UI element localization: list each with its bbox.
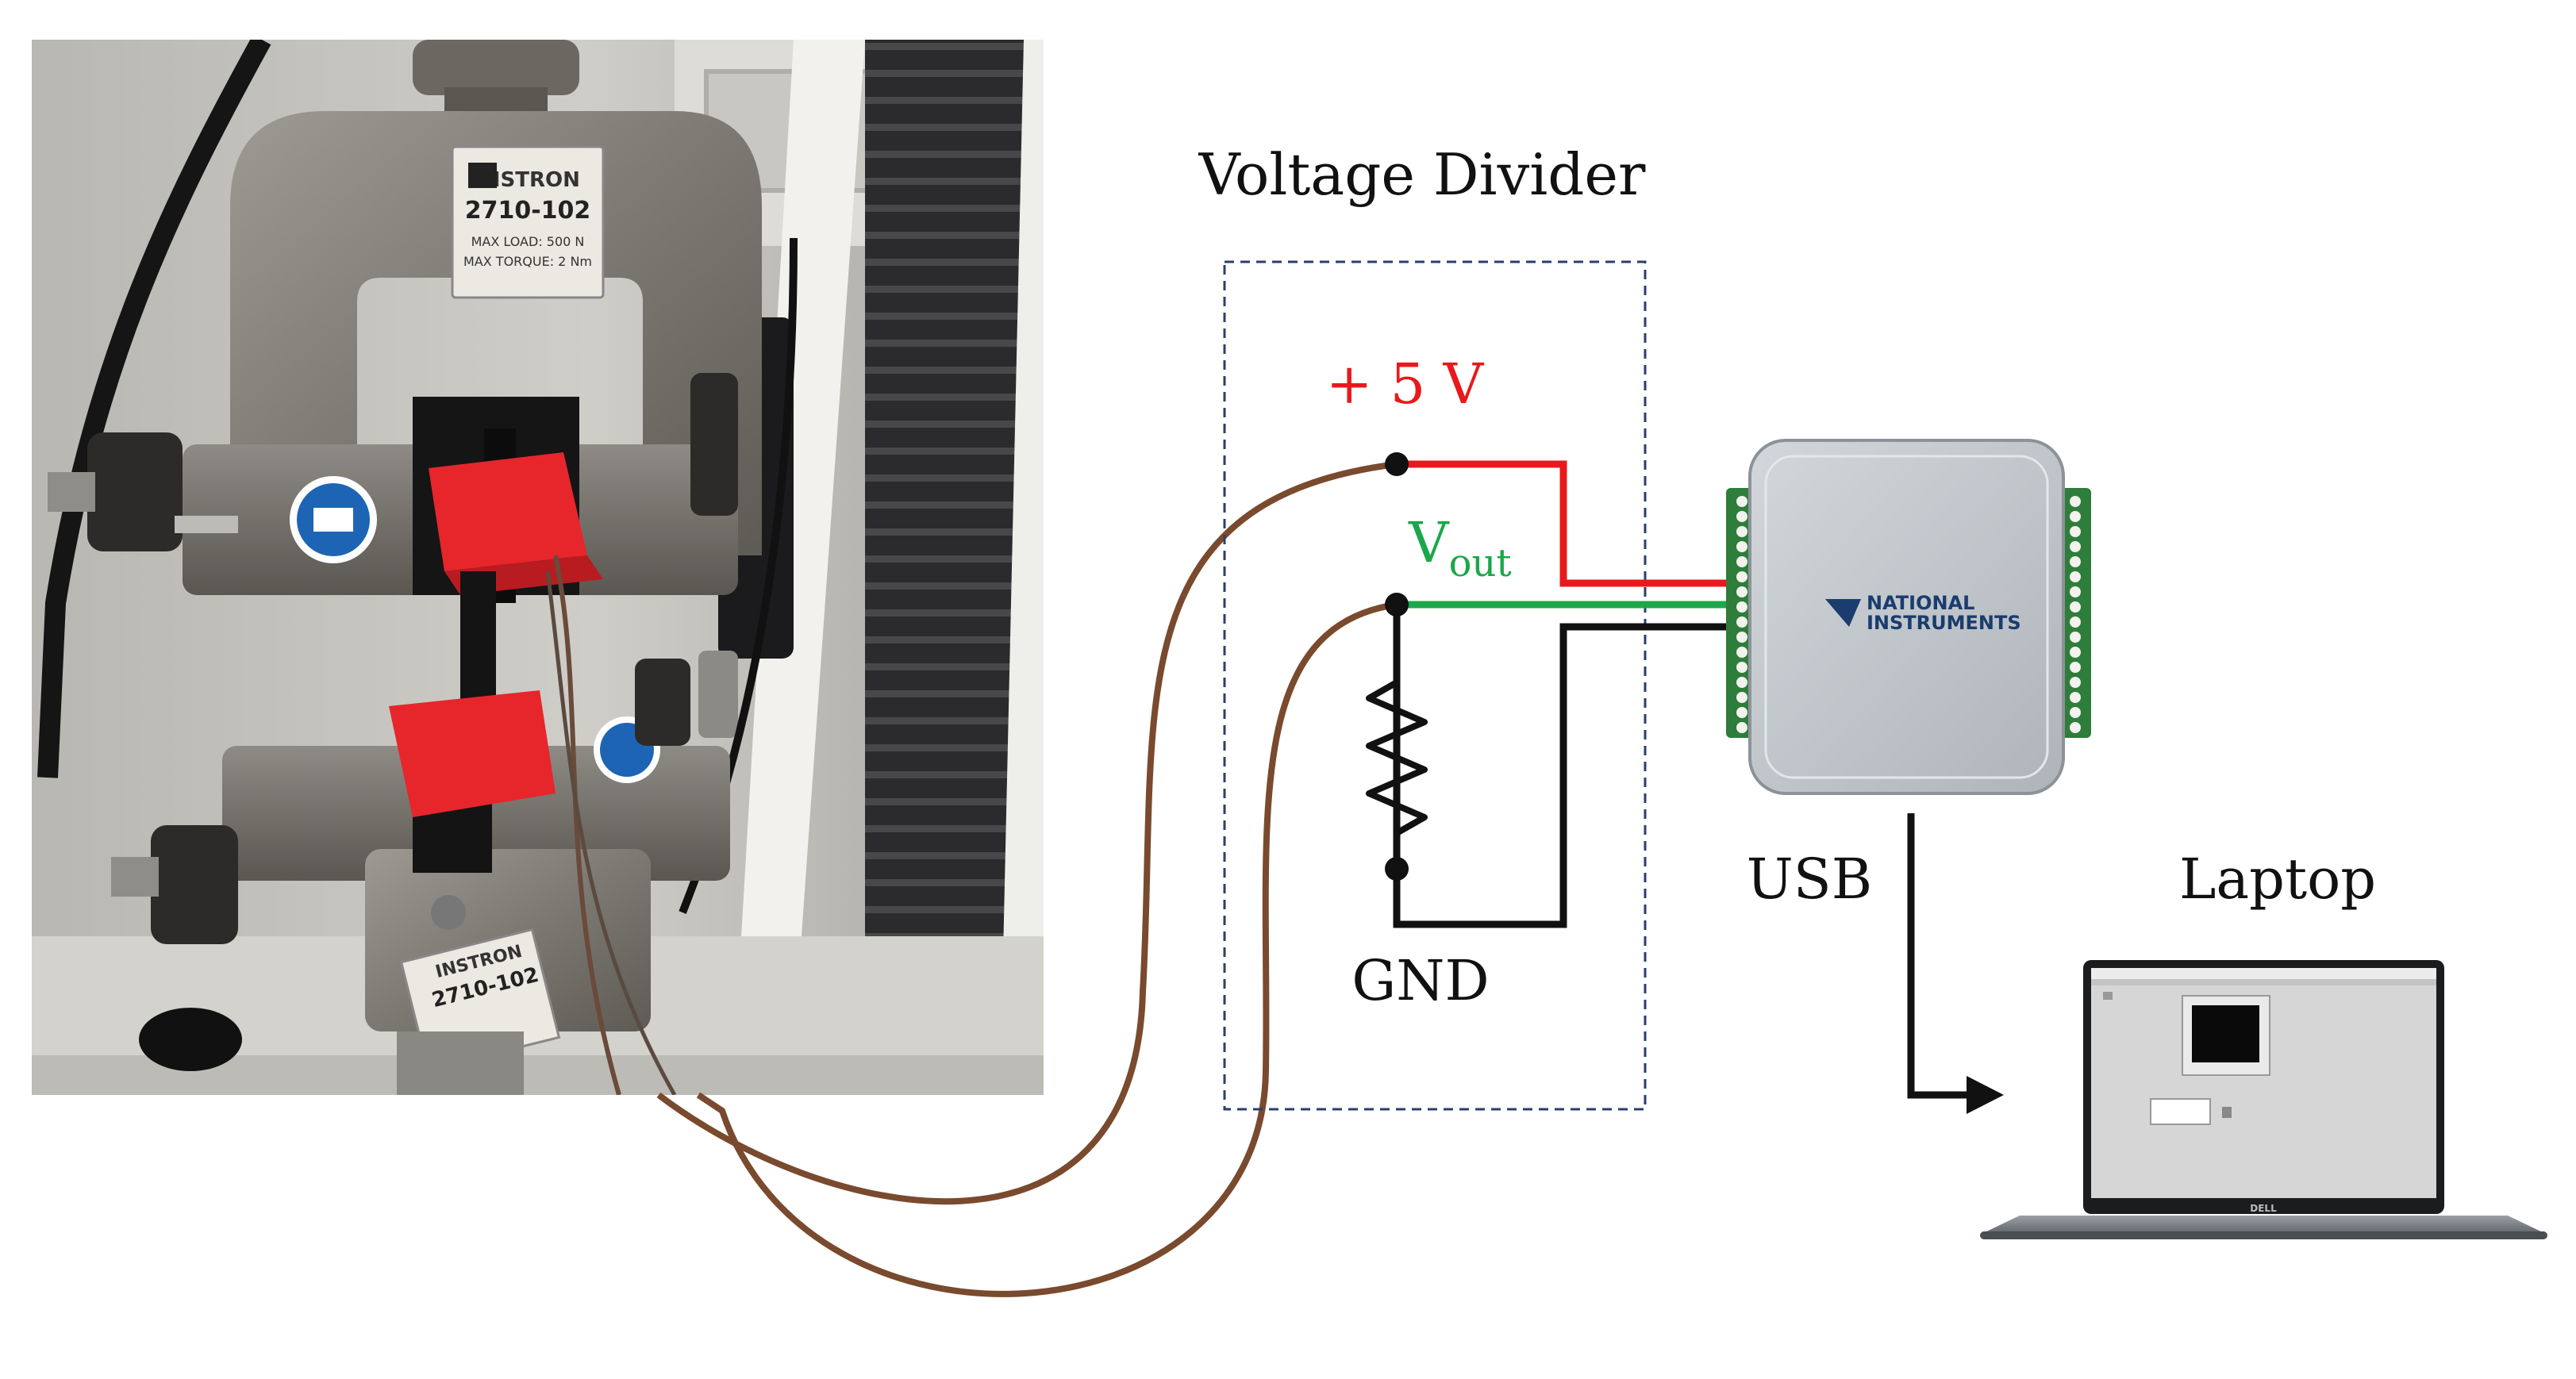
terminal-hole — [2070, 526, 2081, 537]
ni-brand-line1: NATIONAL — [1867, 592, 1974, 614]
terminal-hole — [1736, 662, 1747, 673]
sensor-wire-2 — [696, 601, 1398, 1297]
plate-top-model: 2710-102 — [465, 197, 591, 225]
terminal-hole — [1736, 496, 1747, 507]
terminal-hole — [1736, 586, 1747, 597]
terminal-hole — [2070, 632, 2081, 643]
terminal-hole — [2070, 677, 2081, 688]
test-machine-photo: INSTRON 2710-102 MAX LOAD: 500 N MAX TOR… — [32, 40, 1044, 1095]
terminal-hole — [1736, 692, 1747, 703]
vout-label: Vout — [1408, 510, 1512, 586]
terminal-hole — [2070, 692, 2081, 703]
junction-vout — [1385, 593, 1409, 617]
terminal-holes-right — [2070, 496, 2081, 733]
terminal-hole — [1736, 511, 1747, 522]
junction-gnd — [1385, 857, 1409, 881]
terminal-hole — [1736, 571, 1747, 582]
laptop: DELL — [1980, 960, 2547, 1239]
ni-daq-device: NATIONAL INSTRUMENTS — [1726, 439, 2091, 795]
ni-eagle-icon — [1825, 599, 1861, 627]
terminal-holes-left — [1736, 496, 1747, 733]
terminal-hole — [1736, 541, 1747, 552]
terminal-hole — [2070, 601, 2081, 613]
terminal-hole — [1736, 556, 1747, 567]
instron-logo-icon — [468, 163, 497, 188]
terminal-hole — [1736, 632, 1747, 643]
terminal-hole — [2070, 511, 2081, 522]
terminal-hole — [1736, 617, 1747, 628]
voltage-divider-label: Voltage Divider — [1198, 141, 1646, 208]
wire-gnd — [1393, 605, 1726, 928]
terminal-hole — [1736, 677, 1747, 688]
usb-cable — [1907, 813, 1976, 1099]
terminal-hole — [2070, 647, 2081, 658]
usb-arrowhead-icon — [1967, 1076, 2004, 1114]
vout-main: V — [1408, 510, 1450, 575]
junction-5v — [1385, 452, 1409, 476]
laptop-brand: DELL — [2250, 1203, 2277, 1214]
terminal-hole — [1736, 722, 1747, 733]
terminal-hole — [2070, 707, 2081, 718]
terminal-hole — [2070, 722, 2081, 733]
terminal-hole — [2070, 496, 2081, 507]
voltage-divider-box — [1223, 260, 1647, 1111]
manual-mandatory-icon — [290, 476, 377, 563]
terminal-hole — [1736, 707, 1747, 718]
plate-top-line2: MAX TORQUE: 2 Nm — [463, 254, 592, 269]
usb-label: USB — [1747, 847, 1872, 912]
terminal-hole — [2070, 586, 2081, 597]
plus-5v-label: + 5 V — [1326, 351, 1485, 417]
plate-top-line1: MAX LOAD: 500 N — [471, 234, 585, 249]
laptop-label: Laptop — [2179, 847, 2376, 912]
terminal-hole — [2070, 571, 2081, 582]
vout-sub: out — [1449, 541, 1512, 586]
gnd-label: GND — [1351, 948, 1489, 1013]
terminal-hole — [2070, 662, 2081, 673]
terminal-hole — [1736, 647, 1747, 658]
wire-5v — [1397, 460, 1726, 587]
terminal-hole — [2070, 617, 2081, 628]
resistor-symbol — [1366, 659, 1428, 869]
sensor-wire-1 — [656, 461, 1398, 1205]
ni-brand-line2: INSTRUMENTS — [1867, 612, 2021, 634]
terminal-hole — [1736, 526, 1747, 537]
terminal-hole — [1736, 601, 1747, 613]
terminal-hole — [2070, 541, 2081, 552]
terminal-hole — [2070, 556, 2081, 567]
